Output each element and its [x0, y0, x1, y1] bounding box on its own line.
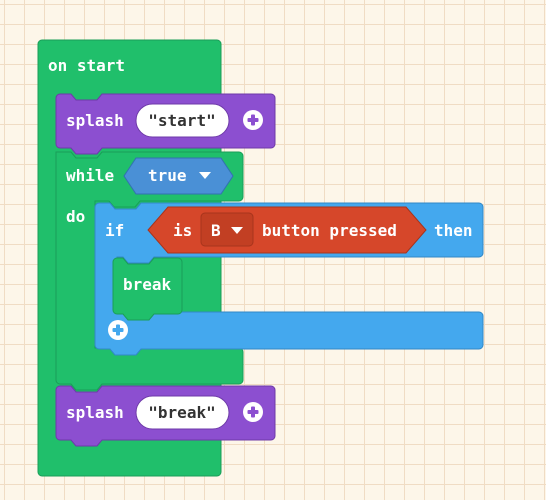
- splash-start-label: splash: [66, 111, 124, 130]
- button-b-label: B: [211, 221, 221, 240]
- true-label: true: [148, 166, 187, 185]
- is-label: is: [173, 221, 192, 240]
- break-shape: [112, 257, 183, 321]
- splash-start-string-value: "start": [148, 111, 215, 130]
- plus-circle-icon[interactable]: [243, 402, 263, 422]
- splash-break-string-field[interactable]: "break": [135, 395, 230, 430]
- break-label: break: [123, 275, 172, 294]
- triangle-down-icon: [231, 227, 243, 234]
- do-label: do: [66, 207, 85, 226]
- if-block[interactable]: if then is B button pressed: [94, 202, 484, 356]
- then-label: then: [434, 221, 473, 240]
- button-pressed-condition[interactable]: is B button pressed: [147, 206, 427, 254]
- while-label: while: [66, 166, 114, 185]
- button-b-dropdown[interactable]: B: [200, 212, 254, 247]
- if-add-button[interactable]: [108, 320, 128, 340]
- triangle-down-icon: [199, 172, 211, 179]
- true-dropdown[interactable]: true: [123, 157, 234, 195]
- splash-start-string-field[interactable]: "start": [135, 103, 230, 138]
- while-block[interactable]: while do true: [55, 151, 244, 391]
- button-pressed-label: button pressed: [262, 221, 397, 240]
- splash-break-string-value: "break": [148, 403, 215, 422]
- splash-break-block[interactable]: splash "break": [55, 385, 276, 447]
- splash-start-block[interactable]: splash "start": [55, 93, 276, 155]
- splash-break-label: splash: [66, 403, 124, 422]
- break-block[interactable]: break: [112, 257, 183, 321]
- on-start-label: on start: [48, 56, 125, 75]
- plus-circle-icon[interactable]: [108, 320, 128, 340]
- plus-circle-icon[interactable]: [243, 110, 263, 130]
- if-label: if: [105, 221, 124, 240]
